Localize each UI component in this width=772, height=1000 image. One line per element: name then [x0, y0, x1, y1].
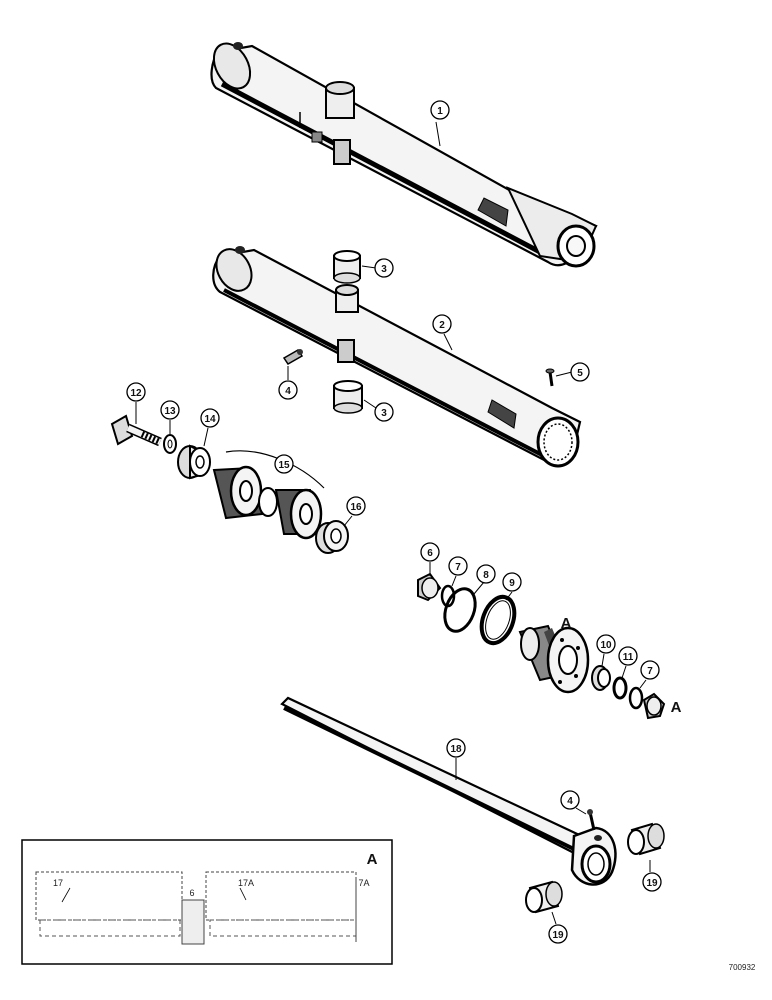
callout-circle-3-top: [374, 258, 394, 278]
callout-7-outer: 7: [647, 666, 653, 677]
callout-5: 5: [577, 368, 583, 379]
cylinder-assembly-part-1: [210, 42, 598, 268]
hex-nut-part-6: [417, 572, 442, 602]
inset-label-7a: 7A: [358, 878, 369, 888]
callout-circle-14: [200, 408, 220, 428]
callout-3-top: 3: [381, 264, 387, 275]
callout-13: 13: [164, 406, 176, 417]
bolt-part-12: [110, 414, 162, 447]
piston-rod-part-18: [280, 696, 617, 886]
callout-circle-8: [476, 564, 496, 584]
o-ring-part-8: [443, 587, 477, 633]
leader-9: [505, 591, 513, 601]
grease-fitting-part-4-rod: [587, 809, 596, 831]
view-letter-nut: A: [671, 699, 682, 716]
callout-4-tube: 4: [285, 386, 291, 397]
bushing-part-19-right: [627, 822, 665, 856]
seal-part-11: [612, 676, 628, 700]
callout-circle-16: [346, 496, 366, 516]
leader-7-outer: [639, 679, 647, 689]
callout-6: 6: [427, 548, 433, 559]
inset-label-17a: 17A: [238, 878, 254, 888]
view-letter-gland: A: [561, 615, 572, 632]
inset-label-17: 17: [53, 878, 63, 888]
leader-1: [435, 121, 441, 147]
callout-2: 2: [439, 320, 445, 331]
spacer-part-14: [177, 444, 211, 480]
leader-7-inner: [451, 575, 457, 587]
callout-circle-10: [596, 634, 616, 654]
callout-circle-7-outer: [640, 660, 660, 680]
bushing-part-19-left: [525, 880, 563, 914]
leader-3-top: [361, 265, 377, 269]
callout-circle-12: [126, 382, 146, 402]
nut-part-16: [315, 520, 349, 554]
backup-ring-part-9: [479, 594, 517, 646]
piston-part-15: [212, 450, 325, 540]
gland-assembly-view-a: [518, 624, 590, 694]
o-ring-part-7-outer: [628, 686, 644, 710]
callout-10: 10: [600, 640, 612, 651]
callout-circle-6: [420, 542, 440, 562]
callout-1: 1: [437, 106, 443, 117]
callout-circle-1: [430, 100, 450, 120]
leader-10: [601, 653, 605, 667]
leader-14: [203, 427, 209, 447]
callout-18: 18: [450, 744, 462, 755]
wiper-part-10: [591, 665, 611, 691]
leader-3-bottom: [363, 399, 377, 409]
callout-15: 15: [278, 460, 290, 471]
callout-circle-2: [432, 314, 452, 334]
callout-circle-15: [274, 454, 294, 474]
cylinder-tube-part-2: [212, 246, 582, 468]
callout-7-inner: 7: [455, 562, 461, 573]
callout-circle-9: [502, 572, 522, 592]
callout-11: 11: [623, 652, 634, 663]
washer-part-13: [163, 434, 177, 454]
leader-16: [343, 515, 353, 527]
set-screw-part-5: [545, 368, 555, 387]
callout-4-rod: 4: [567, 796, 573, 807]
callout-19-right: 19: [646, 878, 658, 889]
section-view-inset: [21, 839, 393, 965]
leader-5: [555, 371, 573, 377]
callout-circle-19-left: [548, 924, 568, 944]
callout-circle-11: [618, 646, 638, 666]
callout-circle-18: [446, 738, 466, 758]
callout-circle-4-rod: [560, 790, 580, 810]
callout-3-bottom: 3: [381, 408, 387, 419]
leader-8: [473, 581, 485, 595]
grease-fitting-part-4-tube: [282, 349, 304, 365]
callout-circle-5: [570, 362, 590, 382]
bushing-part-3-top: [333, 250, 361, 284]
leader-2: [443, 333, 453, 351]
leader-19-left: [551, 911, 557, 925]
inset-label-6: 6: [189, 888, 194, 898]
leader-4-rod: [575, 807, 587, 815]
callout-circle-7-inner: [448, 556, 468, 576]
callout-19-left: 19: [552, 930, 564, 941]
callout-9: 9: [509, 578, 515, 589]
callout-16: 16: [350, 502, 362, 513]
callout-circle-3-bottom: [374, 402, 394, 422]
callout-circle-19-right: [642, 872, 662, 892]
callout-8: 8: [483, 570, 489, 581]
drawing-number: 700932: [729, 963, 756, 972]
callout-circle-13: [160, 400, 180, 420]
callout-12: 12: [130, 388, 142, 399]
view-letter-inset: A: [367, 851, 378, 868]
nut-view-a: [642, 692, 666, 720]
callout-14: 14: [204, 414, 216, 425]
callout-circle-4-tube: [278, 380, 298, 400]
leader-11: [621, 665, 627, 679]
bushing-part-3-bottom: [333, 380, 363, 414]
